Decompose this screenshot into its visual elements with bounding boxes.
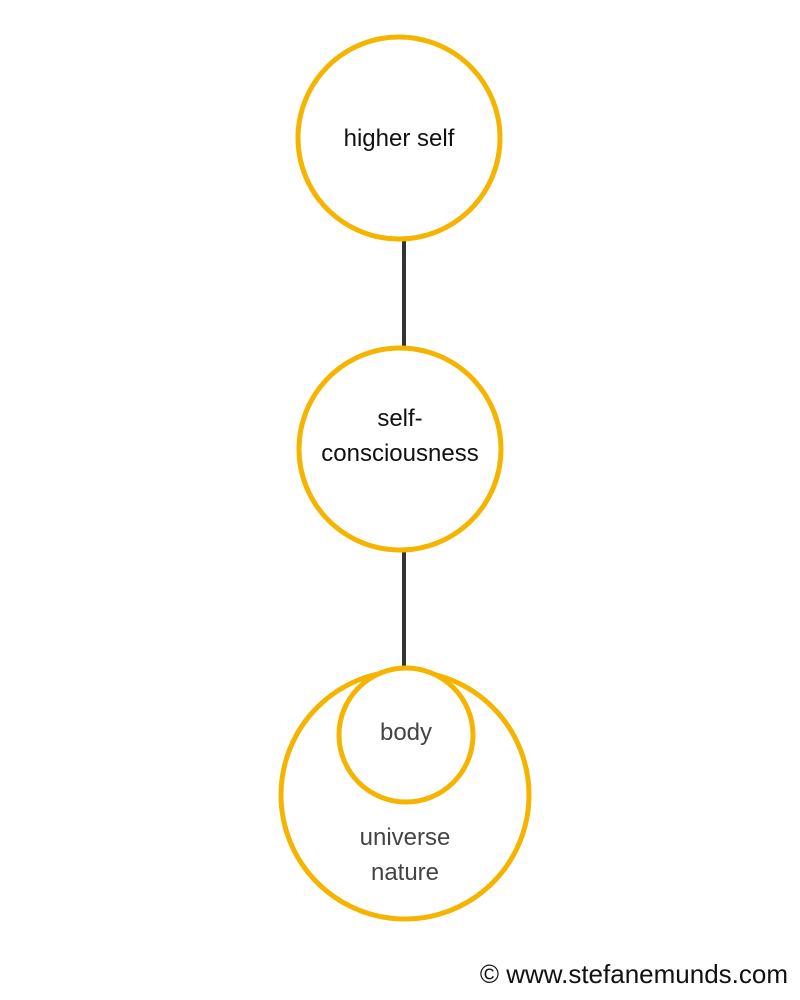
body-circle (336, 665, 476, 805)
universe-label: universe (360, 824, 451, 851)
higher-self-label: higher self (344, 125, 455, 152)
self-consciousness-label-line2: consciousness (321, 440, 478, 467)
body-label: body (380, 719, 432, 746)
self-consciousness-label-line1: self- (377, 405, 422, 432)
self-consciousness-circle (296, 345, 504, 553)
node-body: body (336, 665, 476, 805)
node-higher-self: higher self (295, 34, 503, 242)
node-self-consciousness: self- consciousness (296, 345, 504, 553)
copyright-notice: © www.stefanemunds.com (479, 959, 788, 989)
higher-self-circle (295, 34, 503, 242)
nature-label: nature (371, 859, 439, 886)
